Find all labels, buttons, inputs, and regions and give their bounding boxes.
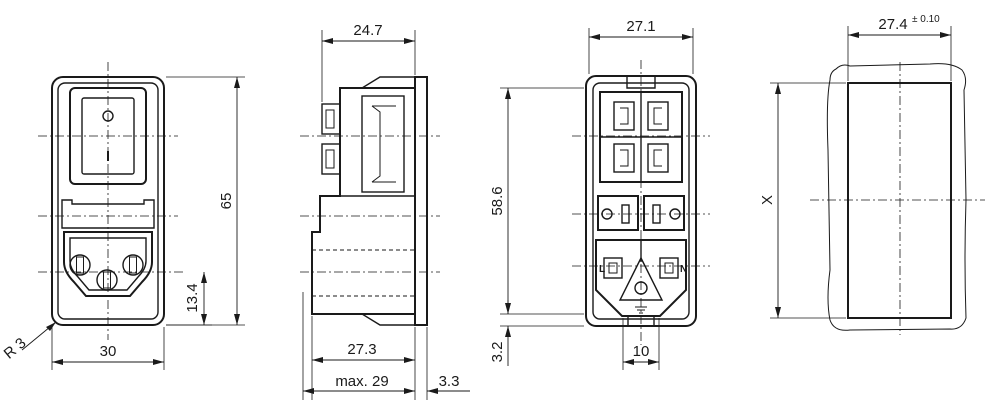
terminal-l [603,257,623,279]
dim-rear-height: 58.6 [489,186,506,215]
dim-cutout-height: X [759,195,776,205]
side-flange [414,76,428,326]
arrow-head [589,34,600,40]
snap-latch-bottom [359,313,415,326]
rear-top-clip [626,76,656,89]
arrow-head [404,357,415,363]
terminal-detail [653,149,662,167]
arrow-head [623,359,634,365]
terminal-l-screw [608,262,618,274]
terminal-label-l: L [599,264,605,275]
dim-side-max-depth: max. 29 [335,373,388,390]
dim-front-width: 30 [100,343,117,360]
arrow-head [322,38,333,44]
arrow-head [682,34,693,40]
arrow-head [775,83,781,94]
arrow-head [404,38,415,44]
arrow-head [505,326,511,337]
dim-corner-radius: R 3 [1,335,30,363]
fuse-holder-right [643,195,685,231]
switch-inner-line [371,105,381,183]
terminal-detail [620,107,629,125]
arrow-head [648,359,659,365]
dim-rear-tab-width: 10 [633,343,650,360]
fuse-drawer [61,199,155,229]
switch-terminal-top [321,103,341,135]
terminal-contact [647,143,669,173]
arrow-head [201,314,207,325]
dim-front-height: 65 [218,193,235,210]
terminal-label-n: N [680,264,687,275]
pin-earth [96,269,118,291]
side-body [311,87,415,315]
arrow-head [153,359,164,365]
dim-flange-thickness: 3.3 [439,373,460,390]
arrow-head [312,357,323,363]
pin-right-contact [129,256,137,274]
panel-cutout-view: 27.4 ± 0.10 X [759,14,985,335]
arrow-head [201,272,207,283]
dim-side-body-depth: 27.3 [347,341,376,358]
dim-rear-bottom-offset: 3.2 [489,342,506,363]
dim-side-top-depth: 24.7 [353,22,382,39]
side-view: 24.7 27.3 max. 29 3.3 [300,22,470,400]
terminal-detail [653,107,662,125]
arrow-head [775,307,781,318]
switch-terminal-bottom [321,143,341,175]
terminal-detail [620,149,629,167]
rear-view: L N 27.1 58.6 3.2 [489,18,710,370]
terminal-n [659,257,679,279]
arrow-head [303,388,314,394]
panel-break-outline [826,63,967,331]
switch-terminal-bottom-slot [325,149,335,169]
pin-left-contact [76,256,84,274]
pin-earth-contact [103,271,111,289]
arrow-head [234,314,240,325]
dim-inlet-center-height: 13.4 [184,283,201,312]
terminal-contact [613,143,635,173]
fuse-holder-left [597,195,639,231]
front-view: 65 13.4 30 R 3 [1,62,245,370]
pin-left [69,254,91,276]
cutout-rectangle [847,82,952,319]
switch-body-window [361,95,405,193]
inlet-terminal-block [595,239,687,317]
dim-cutout-width: 27.4 [878,16,907,33]
terminal-contact [613,101,635,131]
arrow-head [52,359,63,365]
switch-terminal-top-slot [325,109,335,129]
dim-cutout-tolerance: ± 0.10 [912,14,940,25]
arrow-head [505,88,511,99]
snap-latch-top [359,76,415,89]
arrow-head [427,388,438,394]
dim-rear-width: 27.1 [626,18,655,35]
iec-inlet [63,231,153,297]
pin-right [122,254,144,276]
terminal-n-screw [664,262,674,274]
arrow-head [46,322,56,331]
arrow-head [940,32,951,38]
arrow-head [848,32,859,38]
terminal-contact [647,101,669,131]
arrow-head [234,77,240,88]
